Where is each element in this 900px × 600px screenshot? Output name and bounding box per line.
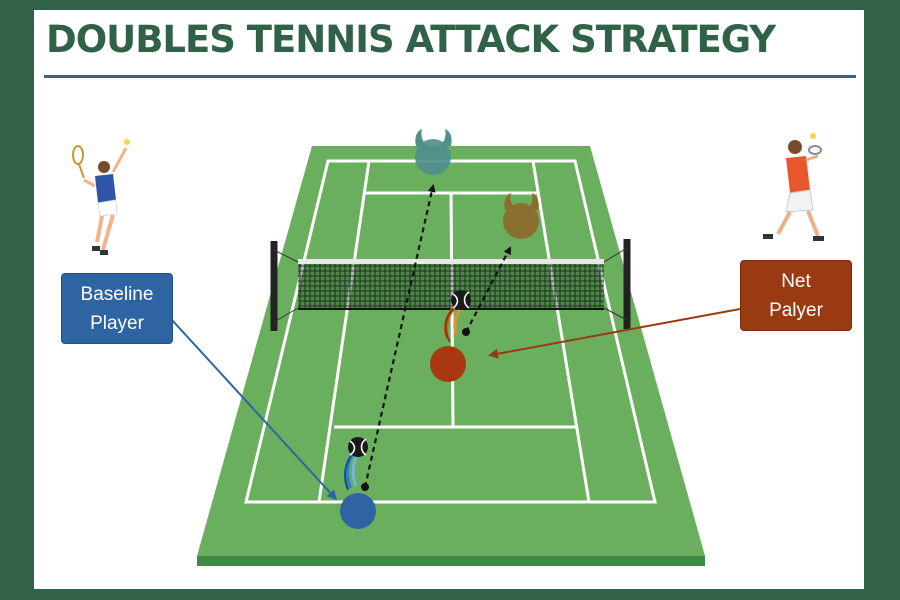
racket-icon: [808, 145, 822, 155]
net-tape: [298, 259, 604, 264]
net-mesh: [298, 262, 604, 308]
shot-origin-dot-net: [462, 328, 470, 336]
shot-origin-dot-baseline: [361, 483, 369, 491]
shot-path-baseline: [363, 184, 436, 488]
net-label-line2: Palyer: [769, 299, 823, 321]
net-player-illustration: [763, 133, 824, 241]
baseline-label-connector: [171, 319, 338, 501]
baseline-label-line2: Player: [90, 312, 144, 334]
court-lines: [244, 159, 657, 504]
net-label-connector: [488, 308, 741, 359]
baseline-player-label: Baseline Player: [61, 273, 173, 344]
court-front-edge: [197, 556, 705, 566]
net-player-marker: [430, 346, 466, 382]
opponent-marker-left: [415, 129, 452, 175]
ball-icon: [124, 139, 130, 145]
baseline-player-marker: [340, 493, 376, 529]
page-title: DOUBLES TENNIS ATTACK STRATEGY: [46, 18, 776, 61]
racket-icon: [72, 145, 84, 165]
net-player-label: Net Palyer: [740, 260, 852, 331]
tennis-ball-icon: [451, 290, 471, 310]
tennis-ball-icon: [348, 437, 368, 457]
ball-icon: [810, 133, 816, 139]
tennis-net: [270, 239, 631, 331]
baseline-label-line1: Baseline: [80, 283, 154, 305]
shot-path-net: [465, 246, 511, 333]
baseline-player-illustration: [72, 139, 130, 255]
net-label-line1: Net: [781, 270, 811, 292]
title-divider: [44, 75, 856, 78]
opponent-marker-right: [503, 193, 539, 239]
